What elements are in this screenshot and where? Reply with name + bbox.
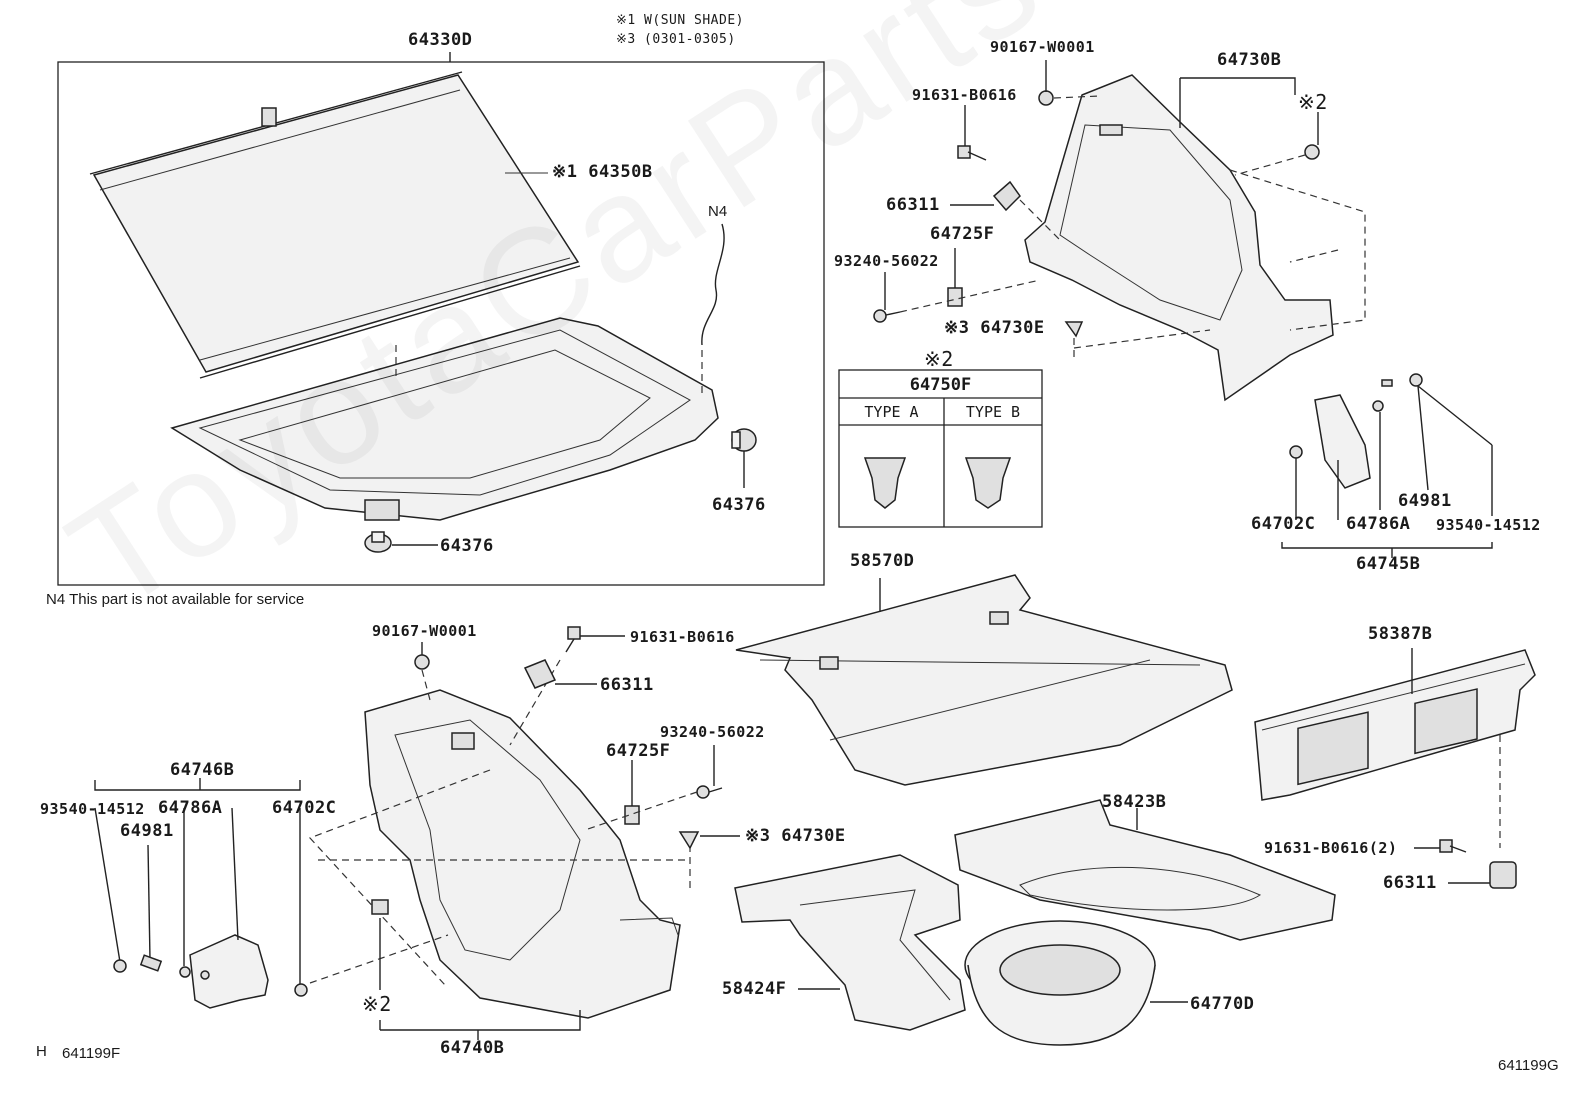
- label-64330D[interactable]: 64330D: [408, 30, 473, 50]
- label-64725F-left[interactable]: 64725F: [606, 741, 671, 761]
- fastener-64702C-right: [1289, 445, 1303, 459]
- clip-64725F-left: [624, 805, 640, 825]
- screw-91631-bottom: [1439, 839, 1467, 853]
- label-58570D[interactable]: 58570D: [850, 551, 915, 571]
- spare-tire-tray: [964, 920, 1156, 1046]
- table-part-64750F[interactable]: 64750F: [909, 375, 972, 395]
- fastener-93540-right: [1409, 373, 1423, 387]
- label-90167-left[interactable]: 90167-W0001: [372, 622, 477, 640]
- fastener-90167-top: [1038, 90, 1054, 106]
- fastener-93540-left: [113, 959, 127, 973]
- screw-93240-top: [873, 309, 901, 323]
- table-note-2: ※2: [924, 347, 954, 371]
- label-64730E-top[interactable]: ※3 64730E: [944, 318, 1045, 338]
- right-side-cover: [1314, 394, 1371, 489]
- label-58423B[interactable]: 58423B: [1102, 792, 1167, 812]
- sheet-code-left: 641199F: [62, 1045, 121, 1062]
- label-64770D[interactable]: 64770D: [1190, 994, 1255, 1014]
- header-note-2: ※3 (0301-0305): [616, 32, 736, 47]
- label-93240-top[interactable]: 93240-56022: [834, 252, 939, 270]
- clip-2-top: [1304, 144, 1320, 160]
- clip-66311-top: [992, 180, 1021, 212]
- note-2-bottom: ※2: [362, 992, 392, 1016]
- fastener-64786A-left: [179, 966, 191, 978]
- sheet-code-right: 641199G: [1498, 1057, 1559, 1074]
- label-91631-left[interactable]: 91631-B0616: [630, 628, 735, 646]
- label-93240-left[interactable]: 93240-56022: [660, 723, 765, 741]
- label-64740B[interactable]: 64740B: [440, 1038, 505, 1058]
- rear-panel: [1254, 649, 1536, 801]
- label-64981-right[interactable]: 64981: [1398, 491, 1452, 511]
- note-2-top: ※2: [1298, 90, 1328, 114]
- label-91631-top[interactable]: 91631-B0616: [912, 86, 1017, 104]
- label-66311-left[interactable]: 66311: [600, 675, 654, 695]
- table-type-a: TYPE A: [864, 403, 919, 421]
- header-note-1: ※1 W(SUN SHADE): [616, 13, 744, 28]
- label-64786A-left[interactable]: 64786A: [158, 798, 223, 818]
- fastener-64981-right: [1381, 379, 1393, 387]
- label-64745B[interactable]: 64745B: [1356, 554, 1421, 574]
- fastener-64786A-right: [1372, 400, 1384, 412]
- left-side-cover: [189, 934, 269, 1009]
- clip-66311-bottom: [1489, 861, 1517, 889]
- label-58424F[interactable]: 58424F: [722, 979, 787, 999]
- fastener-90167-left: [414, 654, 430, 670]
- label-90167-top[interactable]: 90167-W0001: [990, 38, 1095, 56]
- h-marker: H: [36, 1043, 47, 1060]
- label-64376-right[interactable]: 64376: [712, 495, 766, 515]
- floor-box-rear: [954, 799, 1336, 941]
- label-64730B[interactable]: 64730B: [1217, 50, 1282, 70]
- floor-mat: [735, 574, 1233, 786]
- left-quarter-trim: [364, 689, 681, 1019]
- clip-64376-bottom: [364, 531, 392, 553]
- label-64981-left[interactable]: 64981: [120, 821, 174, 841]
- fastener-91631-left: [565, 626, 581, 653]
- label-64730E-left[interactable]: ※3 64730E: [745, 826, 846, 846]
- floor-box-front: [734, 854, 966, 1031]
- clip-64730E-top: [1064, 321, 1084, 338]
- label-66311-top[interactable]: 66311: [886, 195, 940, 215]
- label-58387B[interactable]: 58387B: [1368, 624, 1433, 644]
- footnote-n4: N4 This part is not available for servic…: [46, 591, 305, 608]
- clip-64376-right: [731, 428, 757, 452]
- label-93540-left[interactable]: 93540-14512: [40, 800, 145, 818]
- label-64746B[interactable]: 64746B: [170, 760, 235, 780]
- label-n4: N4: [708, 203, 728, 220]
- fastener-64702C-left: [294, 983, 308, 997]
- label-64702C-right[interactable]: 64702C: [1251, 514, 1316, 534]
- clip-66311-left: [523, 659, 557, 689]
- label-64350B[interactable]: ※1 64350B: [552, 162, 653, 182]
- label-93540-right[interactable]: 93540-14512: [1436, 516, 1541, 534]
- fastener-91631-top: [957, 145, 987, 161]
- clip-type-table: [838, 369, 1043, 528]
- label-66311-right[interactable]: 66311: [1383, 873, 1437, 893]
- clip-2-bottom: [371, 899, 389, 915]
- label-91631-right[interactable]: 91631-B0616(2): [1264, 839, 1398, 857]
- screw-93240-left: [696, 785, 723, 799]
- clip-64725F-top: [947, 287, 963, 307]
- label-64702C-left[interactable]: 64702C: [272, 798, 337, 818]
- right-quarter-trim: [1024, 74, 1334, 402]
- table-type-b: TYPE B: [965, 403, 1021, 421]
- fastener-64981-left: [139, 954, 163, 972]
- sunshade-assembly-box: [57, 61, 825, 586]
- n4-cord: [701, 223, 725, 346]
- sun-shade-roller: [89, 71, 581, 379]
- label-64376-bottom[interactable]: 64376: [440, 536, 494, 556]
- clip-64730E-left: [678, 831, 700, 850]
- package-tray: [170, 317, 719, 521]
- label-64786A-right[interactable]: 64786A: [1346, 514, 1411, 534]
- label-64725F-top[interactable]: 64725F: [930, 224, 995, 244]
